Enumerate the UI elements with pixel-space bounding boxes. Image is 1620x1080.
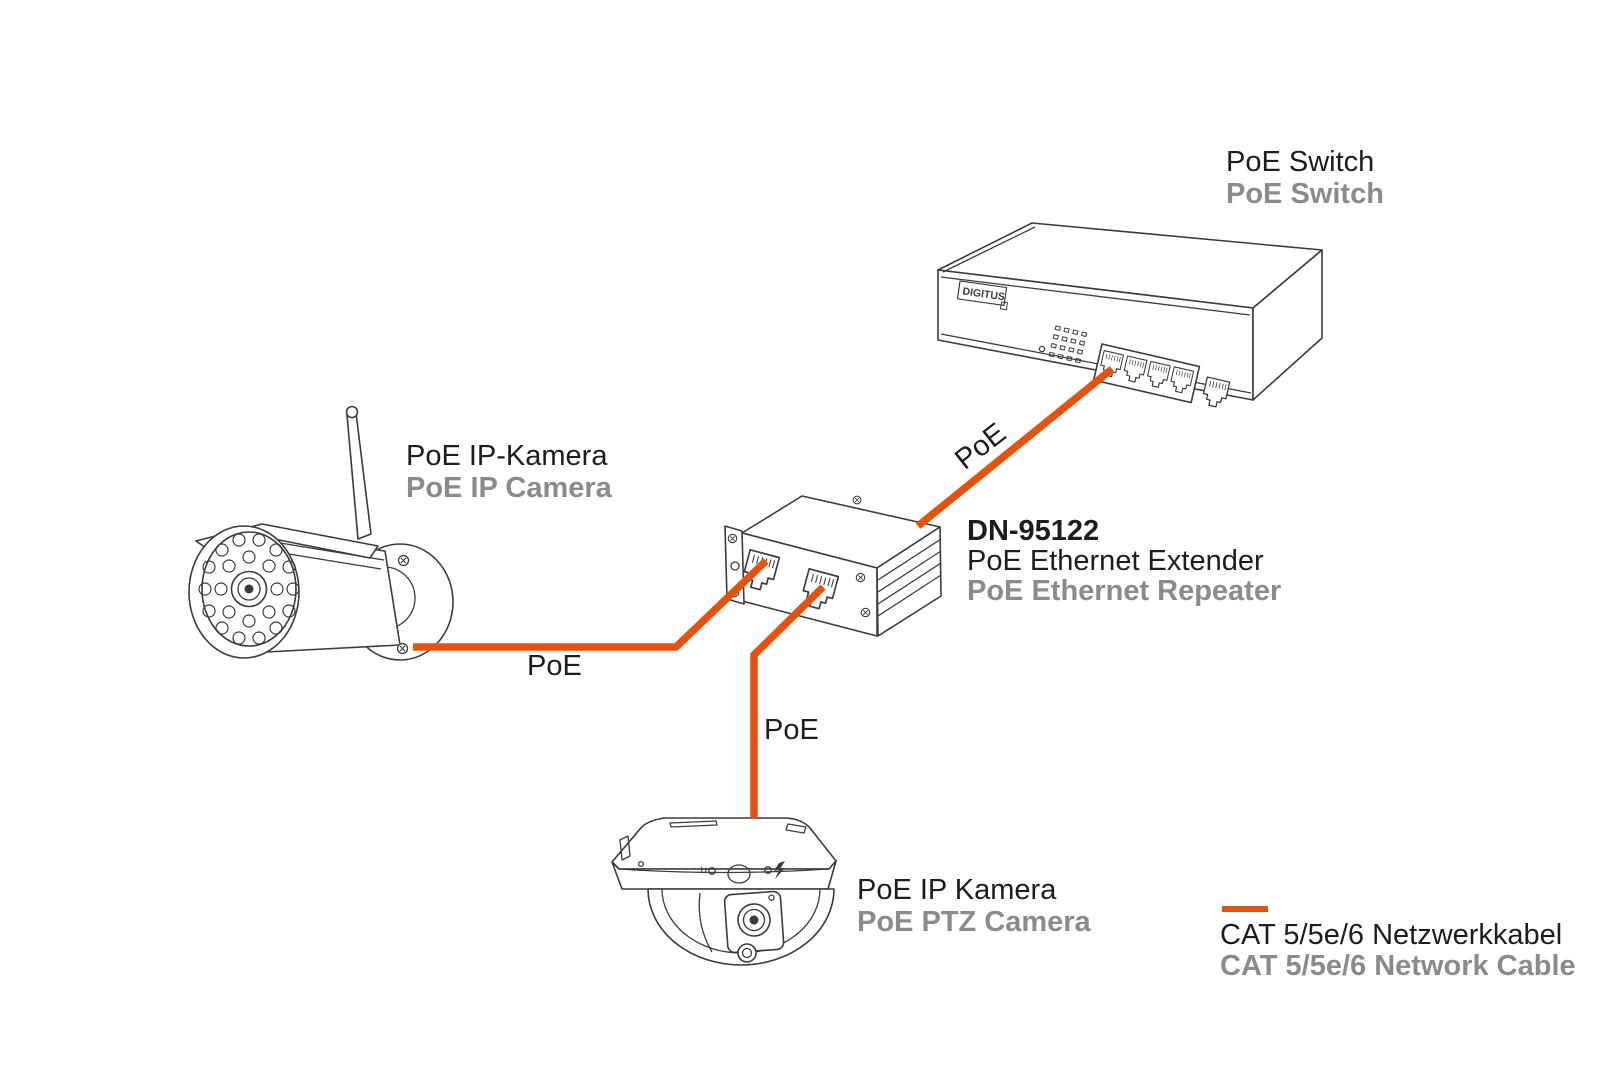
screw-icon (852, 495, 862, 505)
ir-led-ring (198, 533, 300, 645)
poe-label-ptz-cable: PoE (764, 714, 819, 746)
legend-label-de: CAT 5/5e/6 Netzwerkkabel (1220, 919, 1563, 951)
screw-icon (397, 554, 410, 567)
switch-label: PoE Switch PoE Switch (1226, 146, 1384, 210)
power-led (1038, 345, 1046, 353)
digitus-logo-text: DIGITUS (962, 286, 1006, 304)
cable-camera-to-extender (413, 558, 769, 651)
digitus-logo: DIGITUS (956, 280, 1008, 311)
ptz-lens-assembly (723, 890, 785, 954)
camera-lens (230, 570, 268, 608)
led-grid (1048, 325, 1088, 364)
network-cables (413, 366, 1115, 818)
extender-label-en: PoE Ethernet Repeater (967, 575, 1282, 607)
cable-extender-to-switch (915, 366, 1115, 529)
cable-extender-to-ptz (750, 584, 826, 818)
screw-icon (855, 572, 866, 583)
extender-label: DN-95122 PoE Ethernet Extender PoE Ether… (967, 516, 1281, 606)
poe-label-camera-cable: PoE (527, 650, 582, 682)
screw-icon (727, 533, 738, 544)
screw-icon (396, 642, 409, 655)
ptz-camera-label-en: PoE PTZ Camera (857, 906, 1091, 938)
ip-camera-illustration (188, 405, 454, 661)
legend-cable-swatch (1222, 906, 1268, 912)
ip-camera-label-en: PoE IP Camera (406, 472, 612, 504)
poe-switch-illustration: DIGITUS (937, 222, 1323, 410)
ptz-camera-illustration (611, 817, 837, 966)
ptz-camera-label: PoE IP Kamera PoE PTZ Camera (857, 874, 1091, 938)
switch-port-block (1092, 343, 1201, 404)
extender-model: DN-95122 (967, 515, 1100, 547)
switch-label-de: PoE Switch (1226, 146, 1375, 178)
power-bolt-icon (774, 861, 785, 879)
screw-icon (860, 607, 871, 618)
status-icons (700, 861, 785, 884)
ptz-camera-label-de: PoE IP Kamera (857, 874, 1057, 906)
legend: CAT 5/5e/6 Netzwerkkabel CAT 5/5e/6 Netw… (1220, 906, 1576, 982)
switch-label-en: PoE Switch (1226, 178, 1384, 210)
camera-antenna (345, 405, 372, 540)
legend-label-en: CAT 5/5e/6 Network Cable (1220, 950, 1576, 982)
ip-camera-label-de: PoE IP-Kamera (406, 440, 608, 472)
dome-top-plate (611, 817, 837, 870)
ip-camera-label: PoE IP-Kamera PoE IP Camera (406, 440, 612, 504)
extender-label-de: PoE Ethernet Extender (967, 545, 1264, 577)
